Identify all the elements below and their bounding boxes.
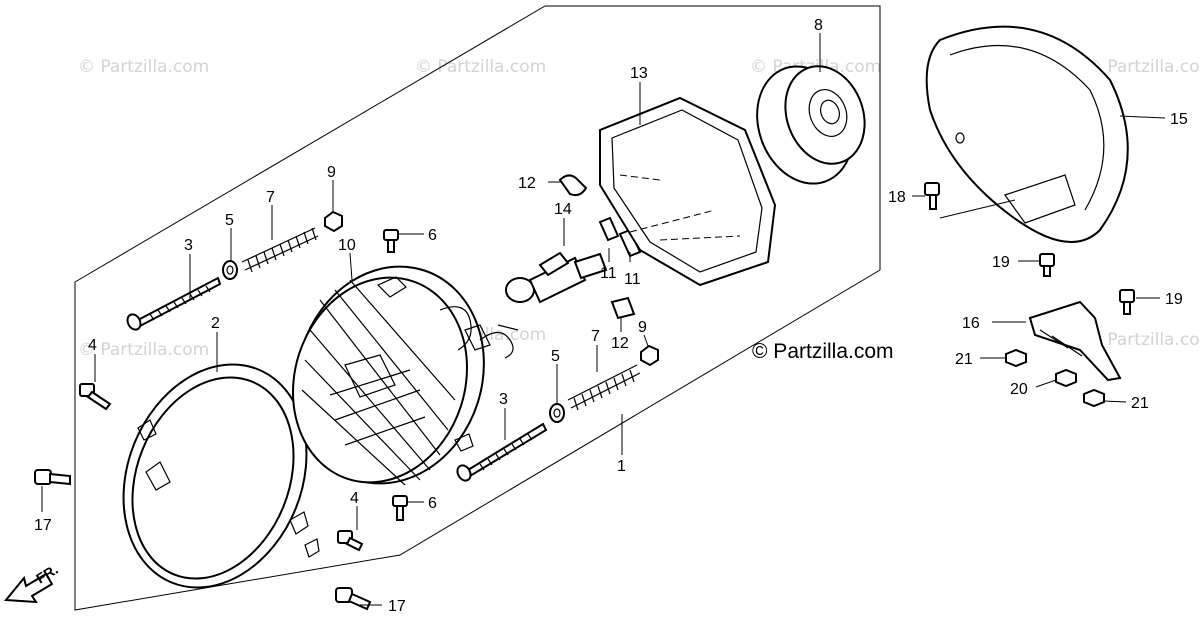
bolt[interactable]: [335, 587, 372, 611]
washer[interactable]: [549, 403, 565, 423]
bolt[interactable]: [392, 495, 408, 521]
bolt[interactable]: [924, 182, 940, 210]
callout-1: 1: [617, 458, 626, 475]
callout-3: 3: [184, 237, 193, 254]
leader-lines: [41, 33, 1166, 606]
callout-15: 15: [1170, 111, 1188, 128]
callout-18: 18: [888, 189, 906, 206]
watermark: © Partzilla.com: [415, 57, 546, 77]
adjusting-screw[interactable]: [455, 422, 548, 483]
nut[interactable]: [640, 344, 659, 367]
nut[interactable]: [324, 210, 343, 233]
callout-16: 16: [962, 315, 980, 332]
callout-labels: 1 2 3 3 4 4 5 5 6 6 7 7 8 9 9 10 11 11 1…: [34, 17, 1188, 615]
callout-6: 6: [428, 227, 437, 244]
nut[interactable]: [1083, 388, 1105, 408]
headlight-bulb[interactable]: [505, 251, 608, 304]
assembly-outline: [74, 5, 881, 611]
callout-11: 11: [600, 265, 617, 282]
bolt[interactable]: [1119, 289, 1135, 315]
bolt[interactable]: [337, 530, 364, 552]
callout-21: 21: [1131, 395, 1149, 412]
headlight-cover[interactable]: [741, 53, 878, 197]
callout-4: 4: [88, 337, 97, 354]
callout-7: 7: [266, 189, 275, 206]
socket-clip[interactable]: [618, 228, 642, 258]
callout-7: 7: [591, 328, 600, 345]
callout-9: 9: [327, 164, 336, 181]
bolt[interactable]: [34, 469, 71, 486]
headlight-case[interactable]: [599, 96, 777, 287]
nut[interactable]: [1005, 348, 1027, 368]
bolt[interactable]: [1039, 253, 1055, 277]
watermark: © Partzilla.com: [78, 57, 209, 77]
callout-21: 21: [955, 351, 973, 368]
socket-clip[interactable]: [598, 216, 620, 242]
bolt[interactable]: [79, 383, 112, 411]
callout-12: 12: [518, 175, 536, 192]
callout-19: 19: [1165, 291, 1183, 308]
callout-10: 10: [338, 237, 356, 254]
adjusting-spring[interactable]: [241, 227, 319, 273]
headlight-case-shell[interactable]: [925, 25, 1129, 243]
adjusting-spring[interactable]: [567, 364, 641, 411]
headlight-bracket[interactable]: [1028, 300, 1122, 382]
callout-3: 3: [499, 391, 508, 408]
callout-14: 14: [554, 201, 572, 218]
watermark: © Partzilla.com: [1085, 330, 1200, 350]
washer[interactable]: [222, 260, 238, 280]
callout-17: 17: [388, 598, 406, 615]
callout-8: 8: [814, 17, 823, 34]
callout-20: 20: [1010, 381, 1028, 398]
callout-12: 12: [611, 335, 629, 352]
bolt[interactable]: [383, 229, 399, 253]
callout-17: 17: [34, 517, 52, 534]
callout-2: 2: [211, 315, 220, 332]
callout-19: 19: [992, 254, 1010, 271]
callout-13: 13: [630, 65, 648, 82]
front-direction-arrow: FR.: [3, 561, 61, 604]
socket[interactable]: [610, 296, 636, 320]
adjusting-screw[interactable]: [125, 276, 222, 332]
copyright-text: © Partzilla.com: [752, 340, 894, 363]
watermark: © Partzilla.com: [78, 340, 209, 360]
headlight-rim[interactable]: [91, 337, 338, 615]
callout-5: 5: [551, 348, 560, 365]
headlight-unit[interactable]: [267, 242, 519, 508]
callout-11: 11: [624, 271, 641, 288]
nut[interactable]: [1055, 368, 1077, 388]
callout-4: 4: [350, 490, 359, 507]
callout-6: 6: [428, 495, 437, 512]
watermark: © Partzilla.com: [1085, 57, 1200, 77]
callout-5: 5: [225, 212, 234, 229]
callout-9: 9: [638, 319, 647, 336]
socket[interactable]: [558, 174, 588, 197]
